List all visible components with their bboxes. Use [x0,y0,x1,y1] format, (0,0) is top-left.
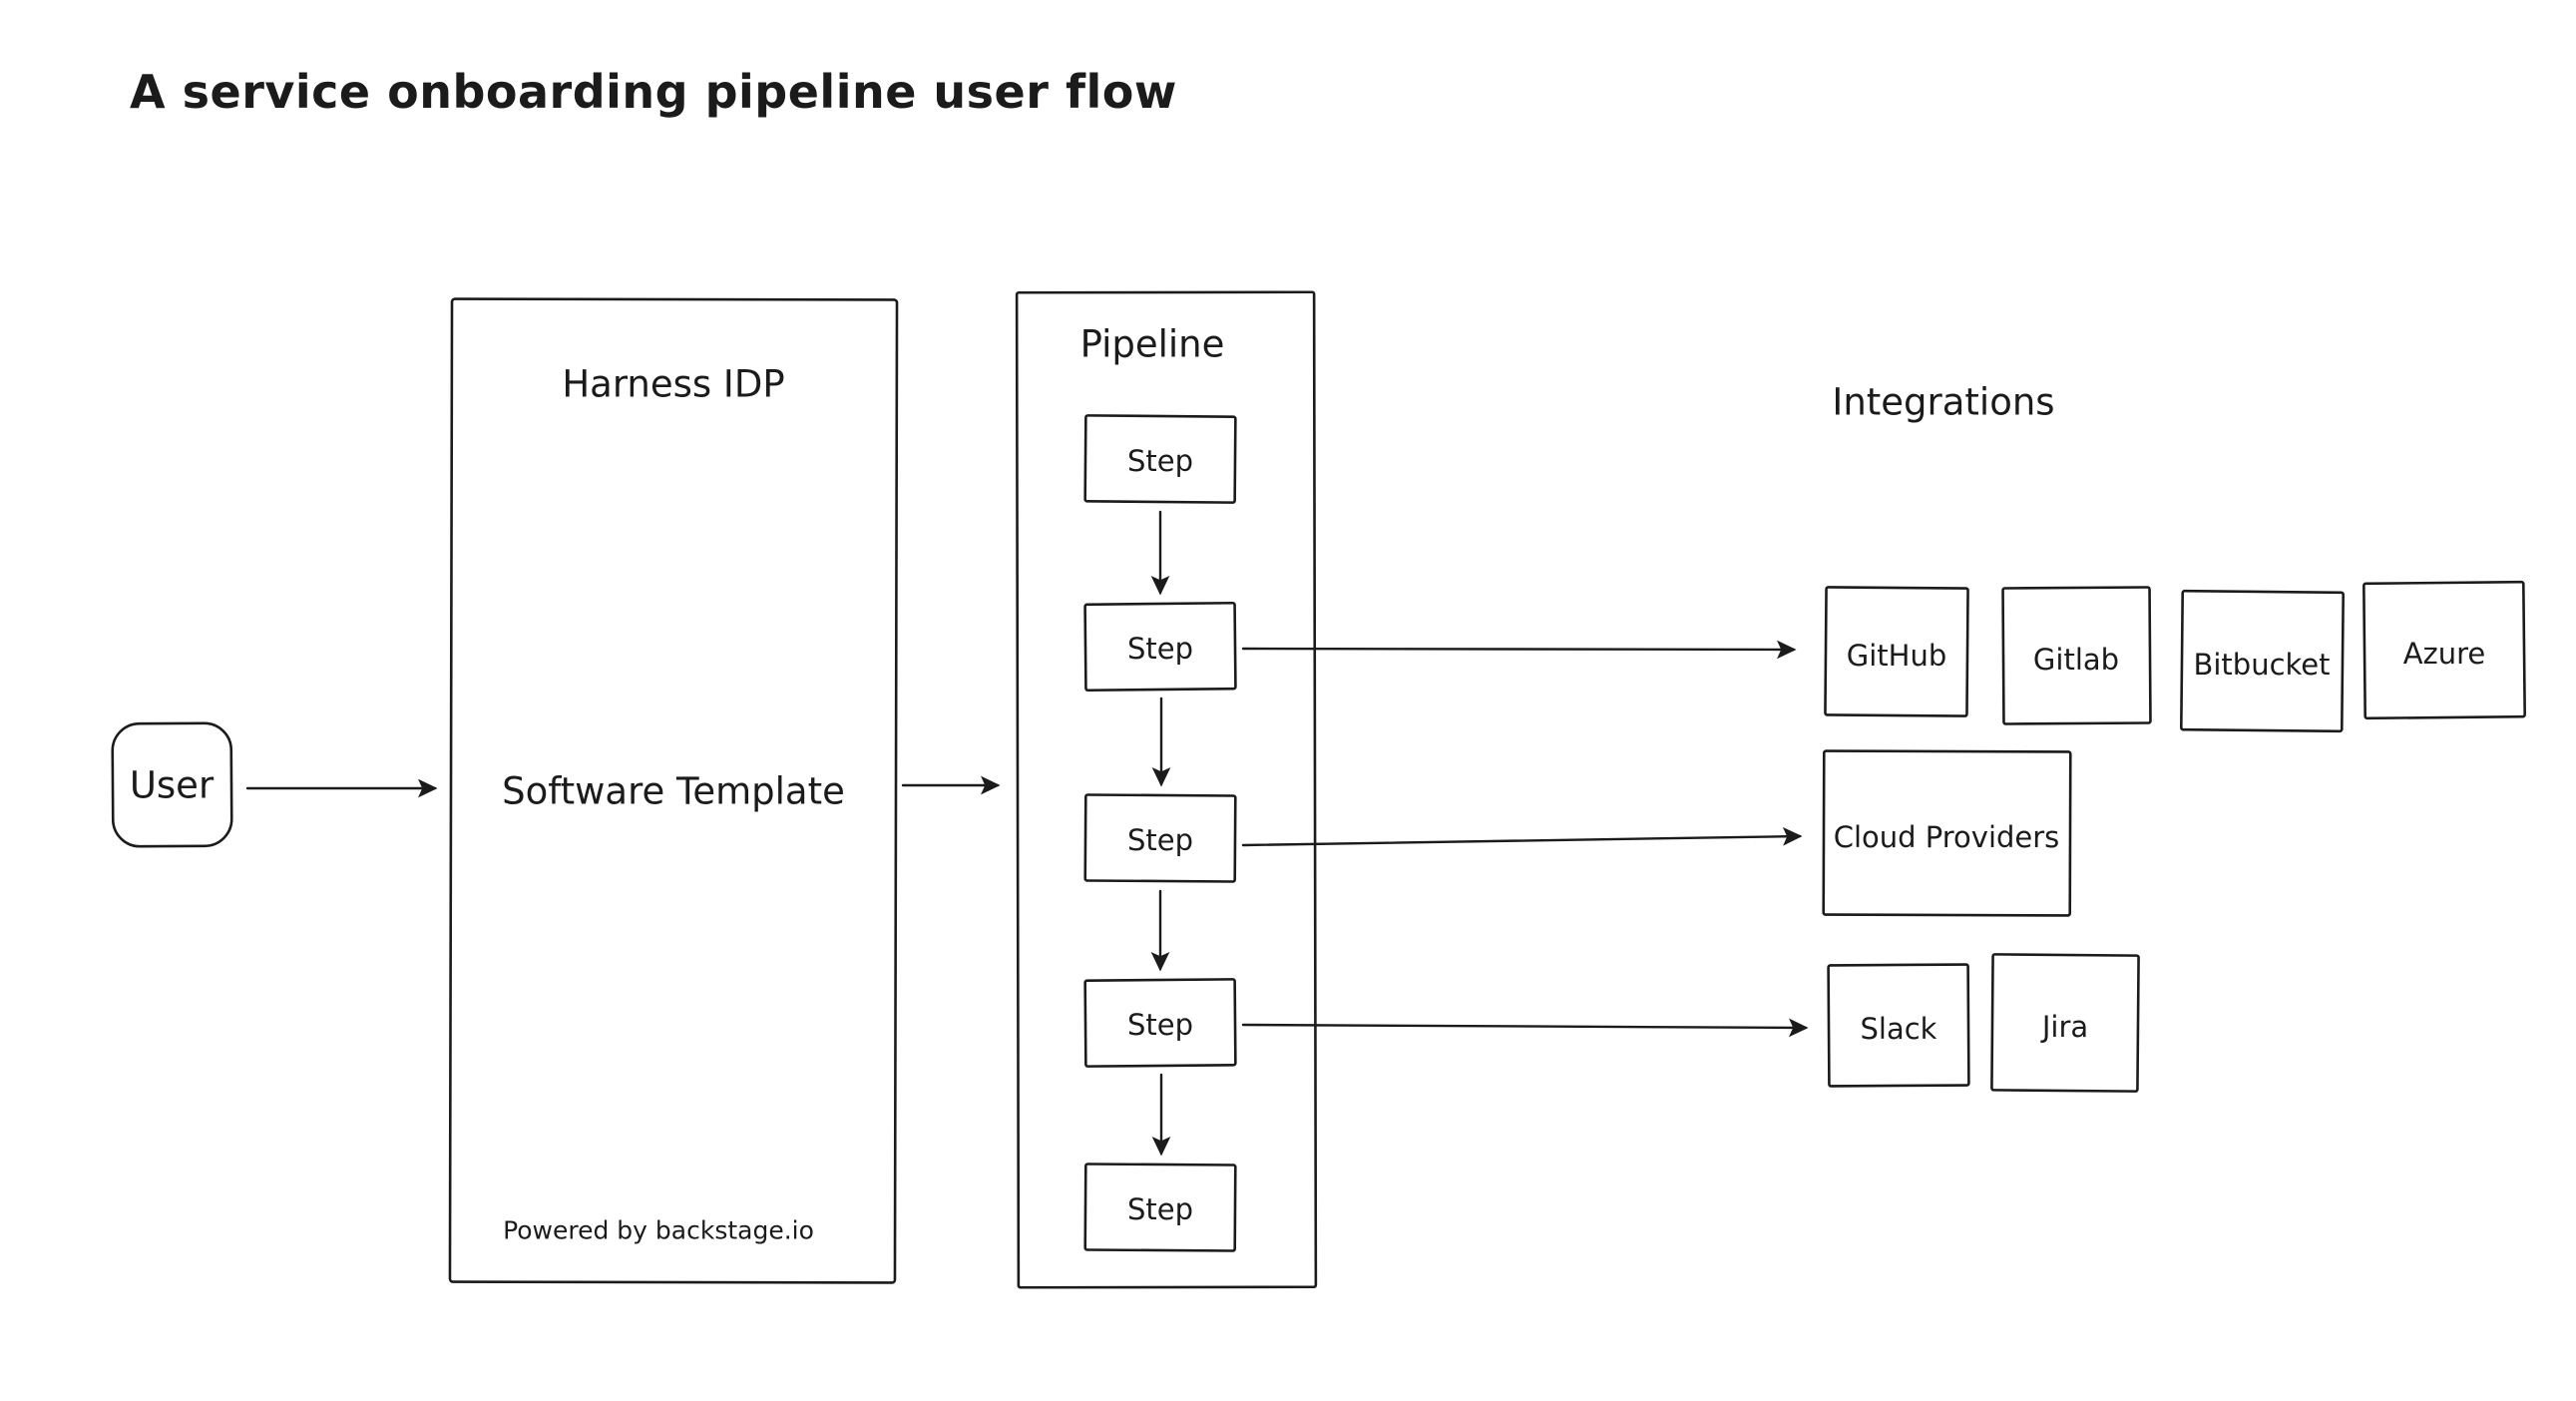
bitbucket-label: Bitbucket [2193,648,2330,682]
user-label: User [130,764,215,807]
integration-slack: Slack [1827,963,1970,1088]
integration-cloud-providers: Cloud Providers [1822,749,2072,917]
integrations-title: Integrations [1832,381,2054,424]
arrow-step-to-slack [1241,1018,1809,1038]
step-node: Step [1083,601,1237,693]
step-label: Step [1127,823,1193,857]
step-box [1083,601,1237,693]
software-template-label: Software Template [502,770,845,813]
integration-github: GitHub [1824,586,1969,717]
bitbucket-box [2179,589,2345,733]
diagram-title: A service onboarding pipeline user flow [130,65,1177,119]
cloud-providers-box [1822,749,2072,917]
step-node: Step [1083,793,1237,883]
step-box [1083,1163,1237,1252]
integration-bitbucket: Bitbucket [2179,589,2345,733]
integration-azure: Azure [2362,580,2526,720]
pipeline-title: Pipeline [1080,323,1225,366]
azure-label: Azure [2403,637,2486,671]
step-label: Step [1127,444,1193,478]
user-node: User [111,721,233,848]
step-node: Step [1083,414,1237,504]
gitlab-label: Gitlab [2033,643,2119,677]
integrations-group: Integrations GitHub Gitlab Bitbucket Azu… [1822,381,2526,1093]
harness-idp-box [448,297,899,1284]
step-label: Step [1127,1008,1193,1042]
pipeline-node: Pipeline Step Step Step Step [1015,290,1318,1289]
integration-jira: Jira [1990,953,2140,1093]
step-node: Step [1083,1163,1237,1252]
step-label: Step [1127,1192,1193,1226]
user-box [111,721,233,848]
step-label: Step [1127,632,1193,666]
arrow-step-to-cloud-providers [1241,826,1803,847]
step-box [1083,978,1237,1068]
step-box [1083,414,1237,504]
harness-idp-title: Harness IDP [562,363,784,406]
integration-gitlab: Gitlab [2001,586,2152,725]
step-box [1083,793,1237,883]
harness-idp-node: Harness IDP Software Template Powered by… [448,297,899,1284]
jira-box [1990,953,2140,1093]
jira-label: Jira [2040,1010,2088,1044]
gitlab-box [2001,586,2152,725]
step-node: Step [1083,978,1237,1068]
cloud-providers-label: Cloud Providers [1834,820,2060,854]
slack-label: Slack [1861,1012,1937,1046]
slack-box [1827,963,1970,1088]
arrow-step-to-github [1241,640,1797,660]
github-box [1824,586,1969,717]
backstage-footer-label: Powered by backstage.io [503,1216,814,1245]
github-label: GitHub [1847,639,1947,673]
azure-box [2362,580,2526,720]
